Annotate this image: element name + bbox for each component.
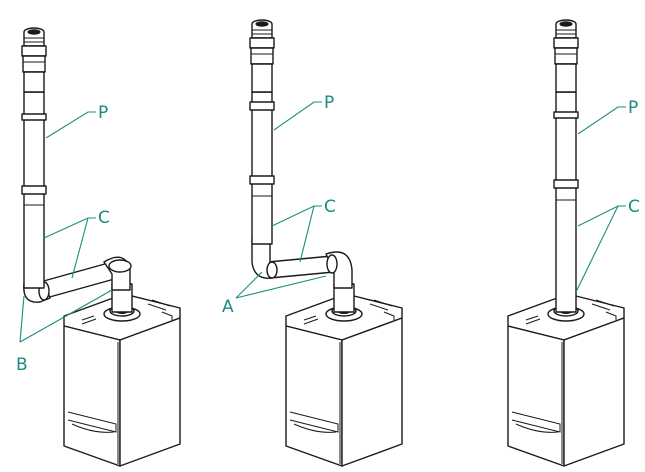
leader-c1-1a bbox=[43, 217, 96, 239]
leader-lines bbox=[19, 101, 626, 343]
leader-c1-1b bbox=[71, 217, 96, 279]
leader-c-2b bbox=[299, 205, 322, 263]
leader-c-2a bbox=[271, 205, 322, 227]
label-c-1: C bbox=[98, 208, 110, 228]
label-p-2: P bbox=[324, 93, 334, 113]
leader-c-3a bbox=[577, 205, 626, 227]
label-c-2: C bbox=[324, 197, 336, 217]
leader-p-2 bbox=[273, 101, 322, 131]
leader-c-3b bbox=[575, 205, 626, 293]
leader-b-1a bbox=[19, 295, 25, 343]
figure-3 bbox=[507, 19, 625, 467]
label-p-1: P bbox=[98, 103, 108, 123]
label-p-3: P bbox=[628, 98, 638, 118]
figure-2 bbox=[249, 19, 403, 467]
label-a-2: A bbox=[222, 297, 234, 317]
leader-b-1b bbox=[19, 289, 113, 343]
figure-1 bbox=[21, 27, 181, 467]
leader-a-2b bbox=[235, 275, 327, 299]
leader-p-1 bbox=[45, 111, 96, 139]
label-c-3: C bbox=[628, 197, 640, 217]
leader-a-2a bbox=[235, 271, 263, 299]
label-b-1: B bbox=[16, 355, 28, 375]
leader-p-3 bbox=[577, 106, 626, 135]
